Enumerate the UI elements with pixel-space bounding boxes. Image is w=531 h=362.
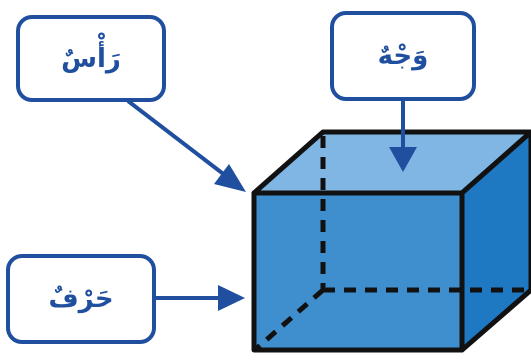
face-label-box: وَجْهٌ xyxy=(330,11,476,101)
cube-hidden-edges xyxy=(254,136,531,351)
edge-arrow xyxy=(156,285,245,311)
face-label: وَجْهٌ xyxy=(377,41,429,71)
edge-label-box: حَرْفٌ xyxy=(6,254,156,344)
edge-label: حَرْفٌ xyxy=(48,284,114,314)
cube-front-face xyxy=(251,190,465,353)
vertex-arrow xyxy=(126,99,246,192)
vertex-label-box: رَأْسٌ xyxy=(16,15,166,102)
vertex-label: رَأْسٌ xyxy=(61,43,121,74)
face-arrow xyxy=(389,101,417,172)
